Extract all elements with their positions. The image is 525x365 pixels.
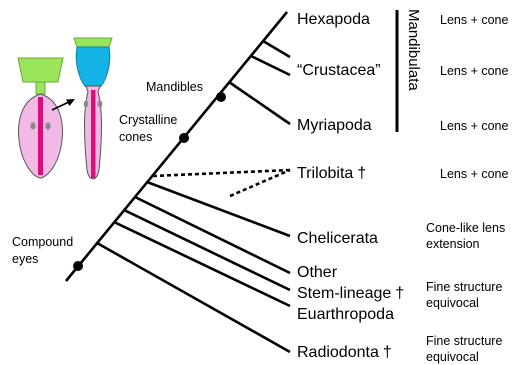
extinct-dagger: †	[357, 165, 366, 182]
feature-other-line1: Fine structure	[426, 280, 502, 294]
taxon-crustacea: “Crustacea”	[297, 62, 381, 79]
branch-crustacea-1	[251, 56, 290, 75]
feature-crustacea: Lens + cone	[440, 64, 509, 78]
taxon-other-line1: Other	[297, 264, 338, 281]
ommatidium-comparison-illustration	[18, 38, 112, 179]
node-label-mandibles: Mandibles	[146, 80, 203, 94]
taxon-radiodonta: Radiodonta†	[297, 344, 392, 361]
taxon-chelicerata: Chelicerata	[297, 230, 378, 247]
node-compound-eyes	[73, 261, 83, 271]
node-crystalline-cones	[179, 133, 189, 143]
node-mandibles	[216, 92, 226, 102]
ommatidium-lens-only-icon	[18, 58, 63, 178]
feature-radiodonta-line1: Fine structure	[426, 334, 502, 348]
feature-trilobita: Lens + cone	[440, 167, 509, 181]
branch-chelicerata	[147, 182, 290, 236]
taxon-other-line3: Euarthropoda	[297, 306, 394, 323]
feature-myriapoda: Lens + cone	[440, 119, 509, 133]
extinct-dagger: †	[383, 344, 392, 361]
taxon-trilobita: Trilobita†	[297, 165, 366, 182]
node-label-cones: cones	[119, 130, 152, 144]
branch-crustacea-myriapoda	[229, 82, 290, 124]
branch-crustacea-2	[263, 41, 290, 57]
node-label-compound: Compound	[12, 235, 73, 249]
taxon-myriapoda: Myriapoda	[297, 117, 372, 134]
branch-other-stem-3	[135, 197, 290, 273]
feature-chelicerata-line2: extension	[426, 237, 480, 251]
extinct-dagger: †	[395, 285, 404, 302]
branch-other-stem-euarthropoda	[114, 222, 290, 306]
mandibulata-bracket: Mandibulata	[397, 9, 422, 132]
ommatidium-lens-and-cone-icon	[74, 38, 112, 179]
feature-hexapoda: Lens + cone	[440, 13, 509, 27]
node-label-eyes: eyes	[12, 252, 38, 266]
feature-chelicerata-line1: Cone-like lens	[426, 221, 505, 235]
node-label-crystalline: Crystalline	[119, 113, 177, 127]
clade-label-mandibulata: Mandibulata	[405, 9, 422, 91]
feature-radiodonta-line2: equivocal	[426, 350, 479, 364]
branch-other-stem-2	[124, 210, 290, 290]
taxon-hexapoda: Hexapoda	[297, 11, 370, 28]
feature-other-line2: equivocal	[426, 296, 479, 310]
taxon-other-line2: Stem-lineage†	[297, 285, 404, 302]
